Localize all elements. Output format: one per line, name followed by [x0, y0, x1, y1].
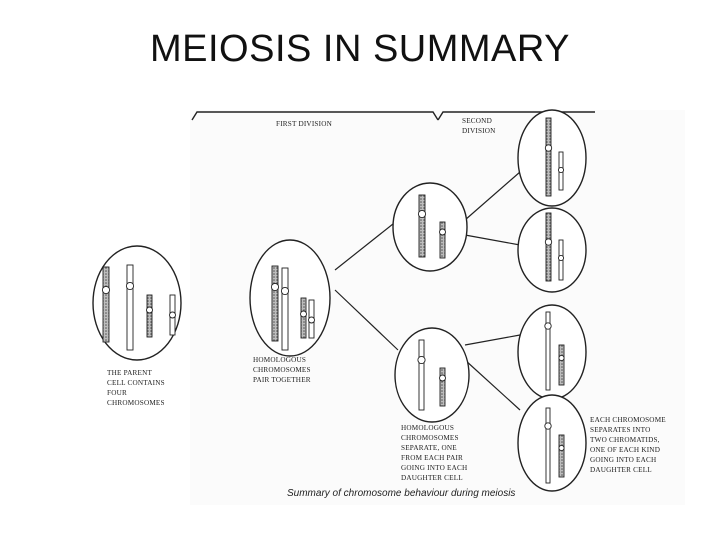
- first-division-label: FIRST DIVISION: [276, 120, 333, 128]
- pairing-label-1: HOMOLOGOUS: [253, 356, 306, 364]
- separate-label-4: FROM EACH PAIR: [401, 454, 463, 462]
- chromatids-label-4: ONE OF EACH KIND: [590, 446, 660, 454]
- parent-label-3: FOUR: [107, 389, 127, 397]
- parent-cell: [92, 245, 182, 361]
- second-division-label-1: SECOND: [462, 117, 492, 125]
- separate-label-1: HOMOLOGOUS: [401, 424, 454, 432]
- pairing-label-2: CHROMOSOMES: [253, 366, 311, 374]
- parent-label-2: CELL CONTAINS: [107, 379, 165, 387]
- second-division-cell-1: [517, 109, 587, 207]
- chromatids-label-6: DAUGHTER CELL: [590, 466, 652, 474]
- first-division-cell-bottom: [394, 327, 470, 423]
- second-division-cell-2: [517, 207, 587, 293]
- first-division-bracket: [191, 111, 439, 121]
- chromatids-label-2: SEPARATES INTO: [590, 426, 651, 434]
- chromatids-label-1: EACH CHROMOSOME: [590, 416, 666, 424]
- parent-chromosomes: [101, 264, 176, 351]
- second-division-cell-3: [517, 304, 587, 400]
- pairing-label-3: PAIR TOGETHER: [253, 376, 311, 384]
- separate-label-6: DAUGHTER CELL: [401, 474, 463, 482]
- separate-label-5: GOING INTO EACH: [401, 464, 467, 472]
- meiosis-diagram: FIRST DIVISION SECOND DIVISION THE PAREN…: [92, 109, 685, 505]
- pairing-cell: [249, 239, 331, 357]
- chromatids-label-5: GOING INTO EACH: [590, 456, 656, 464]
- parent-label-1: THE PARENT: [107, 369, 152, 377]
- separate-label-2: CHROMOSOMES: [401, 434, 459, 442]
- parent-label-4: CHROMOSOMES: [107, 399, 165, 407]
- second-division-cell-4: [517, 394, 587, 492]
- paired-chromosomes: [270, 265, 315, 351]
- figure-caption: Summary of chromosome behaviour during m…: [287, 488, 515, 499]
- connector-lines: [334, 171, 521, 411]
- separate-label-3: SEPARATE, ONE: [401, 444, 457, 452]
- page-title: MEIOSIS IN SUMMARY: [149, 28, 571, 70]
- first-division-cell-top: [392, 182, 468, 272]
- second-division-label-2: DIVISION: [462, 127, 496, 135]
- chromatids-label-3: TWO CHROMATIDS,: [590, 436, 660, 444]
